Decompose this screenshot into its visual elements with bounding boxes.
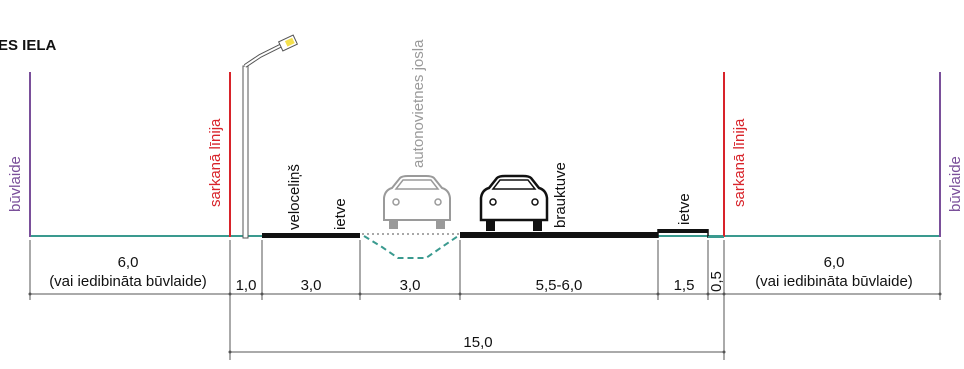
sidewalk-left-label: ietve bbox=[332, 198, 349, 230]
dim-bike-sidewalk: 3,0 bbox=[301, 277, 322, 294]
red-line-right-label: sarkanā līnija bbox=[731, 118, 748, 207]
street-lamp-icon bbox=[242, 34, 299, 239]
parking-lane-surface bbox=[362, 233, 460, 259]
red-line-left-label: sarkanā līnija bbox=[207, 118, 224, 207]
dim-right-zone-note: (vai iedibināta būvlaide) bbox=[755, 273, 913, 290]
dim-left-zone-note: (vai iedibināta būvlaide) bbox=[49, 273, 207, 290]
dimension-ticks bbox=[28, 292, 942, 354]
dim-verge: 1,0 bbox=[236, 277, 257, 294]
car-icon bbox=[383, 175, 451, 229]
dim-parking: 3,0 bbox=[400, 277, 421, 294]
dim-left-zone: 6,0 bbox=[118, 254, 139, 271]
building-line-right-label: būvlaide bbox=[947, 156, 964, 212]
car-icon bbox=[479, 174, 549, 231]
dim-right-zone: 6,0 bbox=[824, 254, 845, 271]
dim-sidewalk-right: 1,5 bbox=[674, 277, 695, 294]
dimension-chain bbox=[29, 240, 941, 360]
bike-sidewalk-surface bbox=[262, 233, 360, 238]
dim-carriageway: 5,5-6,0 bbox=[536, 277, 583, 294]
parking-lane-label: autonovietnes josla bbox=[410, 39, 427, 168]
carriageway-surface bbox=[460, 232, 658, 238]
building-line-left-label: būvlaide bbox=[7, 156, 24, 212]
street-title: ES IELA bbox=[0, 37, 57, 54]
dim-total: 15,0 bbox=[463, 334, 492, 351]
bike-lane-label: veloceliņš bbox=[286, 164, 303, 230]
carriageway-label: brauktuve bbox=[552, 162, 569, 228]
sidewalk-right-label: ietve bbox=[676, 193, 693, 225]
dim-right-verge: 0,5 bbox=[708, 271, 725, 292]
